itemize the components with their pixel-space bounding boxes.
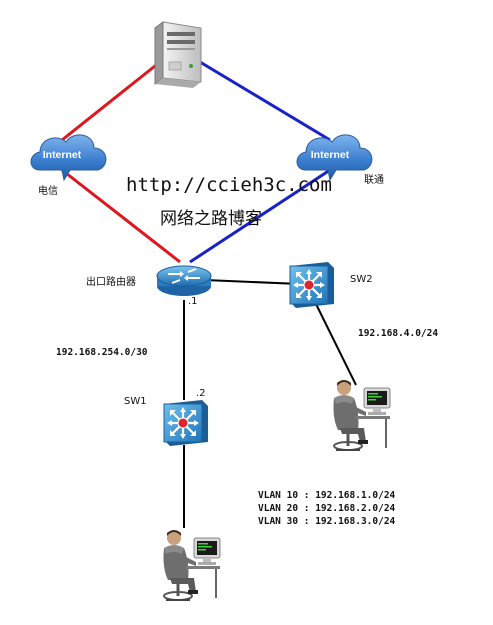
isp-left-label: 电信 bbox=[38, 184, 58, 197]
link-router-sw2 bbox=[204, 279, 301, 285]
watermark-url: http://ccieh3c.com bbox=[126, 174, 332, 196]
link-left-cloud-router bbox=[61, 168, 181, 264]
vlan20-label: VLAN 20 : 192.168.2.0/24 bbox=[258, 503, 396, 514]
internet-cloud-icon bbox=[296, 134, 373, 182]
link-server-right-cloud bbox=[199, 60, 331, 142]
sw2 bbox=[289, 262, 334, 308]
watermark-title: 网络之路博客 bbox=[160, 209, 262, 229]
sw1-label: SW1 bbox=[124, 396, 147, 407]
server-icon bbox=[154, 21, 202, 88]
link-router-sw1-label: 192.168.254.0/30 bbox=[56, 347, 148, 358]
layer3-switch-icon bbox=[163, 400, 208, 446]
link-sw2-pc bbox=[315, 303, 357, 386]
link-right-cloud-router bbox=[189, 168, 331, 264]
router-ip-suffix: .1 bbox=[188, 296, 198, 307]
internet-cloud-left: Internet bbox=[30, 134, 107, 182]
user-workstation-bottom bbox=[162, 528, 222, 602]
router-label: 出口路由器 bbox=[86, 275, 136, 288]
vlan10-label: VLAN 10 : 192.168.1.0/24 bbox=[258, 490, 396, 501]
user-workstation-icon bbox=[162, 528, 222, 602]
sw1-ip-suffix: .2 bbox=[196, 388, 206, 399]
user-workstation-icon bbox=[332, 378, 392, 452]
links bbox=[61, 60, 357, 528]
cloud-right-label: Internet bbox=[311, 149, 350, 161]
router-icon bbox=[156, 265, 212, 296]
layer3-switch-icon bbox=[289, 262, 334, 308]
cloud-left-label: Internet bbox=[43, 149, 82, 161]
isp-right-label: 联通 bbox=[364, 174, 384, 186]
link-server-left-cloud bbox=[61, 60, 161, 142]
internet-cloud-icon bbox=[30, 134, 107, 182]
user-workstation-right bbox=[332, 378, 392, 452]
sw1 bbox=[163, 400, 208, 446]
vlan30-label: VLAN 30 : 192.168.3.0/24 bbox=[258, 516, 396, 527]
internet-cloud-right: Internet bbox=[296, 134, 373, 182]
link-sw2-pc-label: 192.168.4.0/24 bbox=[358, 328, 438, 339]
sw2-label: SW2 bbox=[350, 274, 373, 285]
